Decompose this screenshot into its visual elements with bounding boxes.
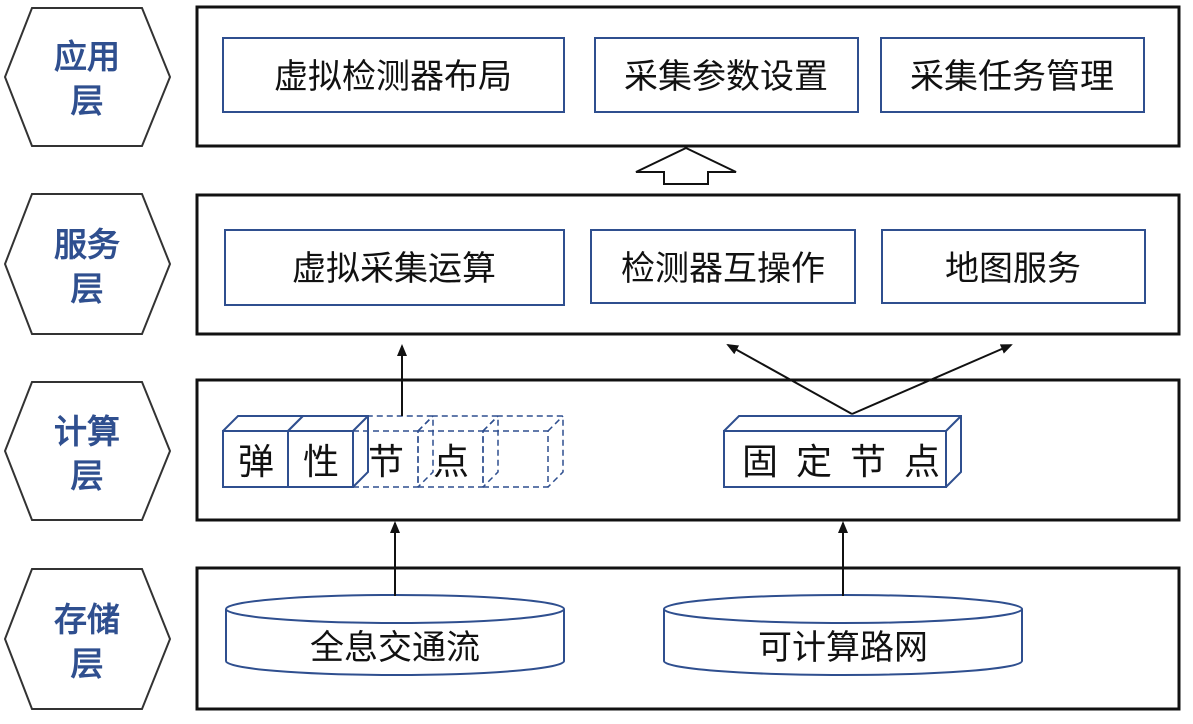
layer-label-service-line1: 服务 [54, 225, 120, 264]
elastic-node-char-4: 点 [433, 442, 469, 483]
fixed-node-char-3: 节 [850, 442, 886, 483]
arrow-fixed-to-interop [726, 344, 853, 415]
database-computable-road-network [663, 594, 1023, 676]
database-computable-road-network-label: 可计算路网 [758, 628, 928, 668]
cylinder-top [225, 594, 565, 624]
layer-label-service: 服务 层 [3, 193, 172, 335]
box-frame [880, 37, 1145, 113]
elastic-node-char-1: 弹 [238, 442, 274, 483]
cylinder-top [663, 594, 1023, 624]
hollow-up-arrow [635, 146, 737, 185]
fixed-node-char-1: 固 [742, 442, 778, 483]
box-label: 采集任务管理 [910, 57, 1114, 97]
arrow-fixed-to-map [851, 344, 1013, 415]
layer-label-app-line1: 应用 [54, 37, 120, 76]
box-label: 虚拟检测器布局 [274, 57, 512, 97]
layer-label-storage: 存储 层 [3, 568, 172, 710]
service-box-map-service: 地图服务 [881, 229, 1146, 304]
box-frame [222, 37, 565, 113]
hexagon-shape [3, 568, 172, 710]
service-box-detector-interop: 检测器互操作 [590, 229, 856, 304]
box-label: 地图服务 [945, 249, 1081, 289]
cylinder-body [663, 609, 1023, 676]
layer-label-compute-line1: 计算 [54, 412, 120, 451]
box-label: 虚拟采集运算 [292, 249, 496, 289]
fixed-cuboid [723, 415, 962, 488]
fixed-node-char-4: 点 [904, 442, 940, 483]
elastic-node: 弹 性 节 点 [222, 415, 564, 488]
database-holographic-traffic-label: 全息交通流 [310, 628, 480, 668]
fixed-node: 固 定 节 点 [723, 415, 962, 488]
hexagon-shape [3, 193, 172, 335]
layer-label-storage-line2: 层 [71, 644, 104, 683]
layer-label-compute: 计算 层 [3, 381, 172, 521]
layer-label-app: 应用 层 [3, 7, 172, 147]
layer-label-compute-line2: 层 [71, 456, 104, 495]
database-holographic-traffic [225, 594, 565, 676]
box-frame [590, 229, 856, 304]
box-frame [224, 229, 565, 306]
app-box-detector-layout: 虚拟检测器布局 [222, 37, 565, 113]
box-label: 检测器互操作 [621, 249, 825, 289]
box-label: 采集参数设置 [624, 57, 828, 97]
cylinder-body [225, 609, 565, 676]
elastic-cube-2 [287, 415, 369, 488]
fixed-node-char-2: 定 [796, 442, 832, 483]
app-box-param-settings: 采集参数设置 [594, 37, 859, 113]
box-frame [594, 37, 859, 113]
service-box-virtual-collection: 虚拟采集运算 [224, 229, 565, 306]
app-box-task-management: 采集任务管理 [880, 37, 1145, 113]
elastic-cube-5 [482, 415, 564, 488]
elastic-node-char-2: 性 [303, 442, 339, 483]
layer-label-app-line2: 层 [71, 81, 104, 120]
hexagon-shape [3, 381, 172, 521]
layer-label-service-line2: 层 [71, 269, 104, 308]
box-frame [881, 229, 1146, 304]
hexagon-shape [3, 7, 172, 147]
elastic-node-char-3: 节 [368, 442, 404, 483]
compute-layer-panel [195, 378, 1181, 522]
layer-label-storage-line1: 存储 [54, 600, 120, 639]
